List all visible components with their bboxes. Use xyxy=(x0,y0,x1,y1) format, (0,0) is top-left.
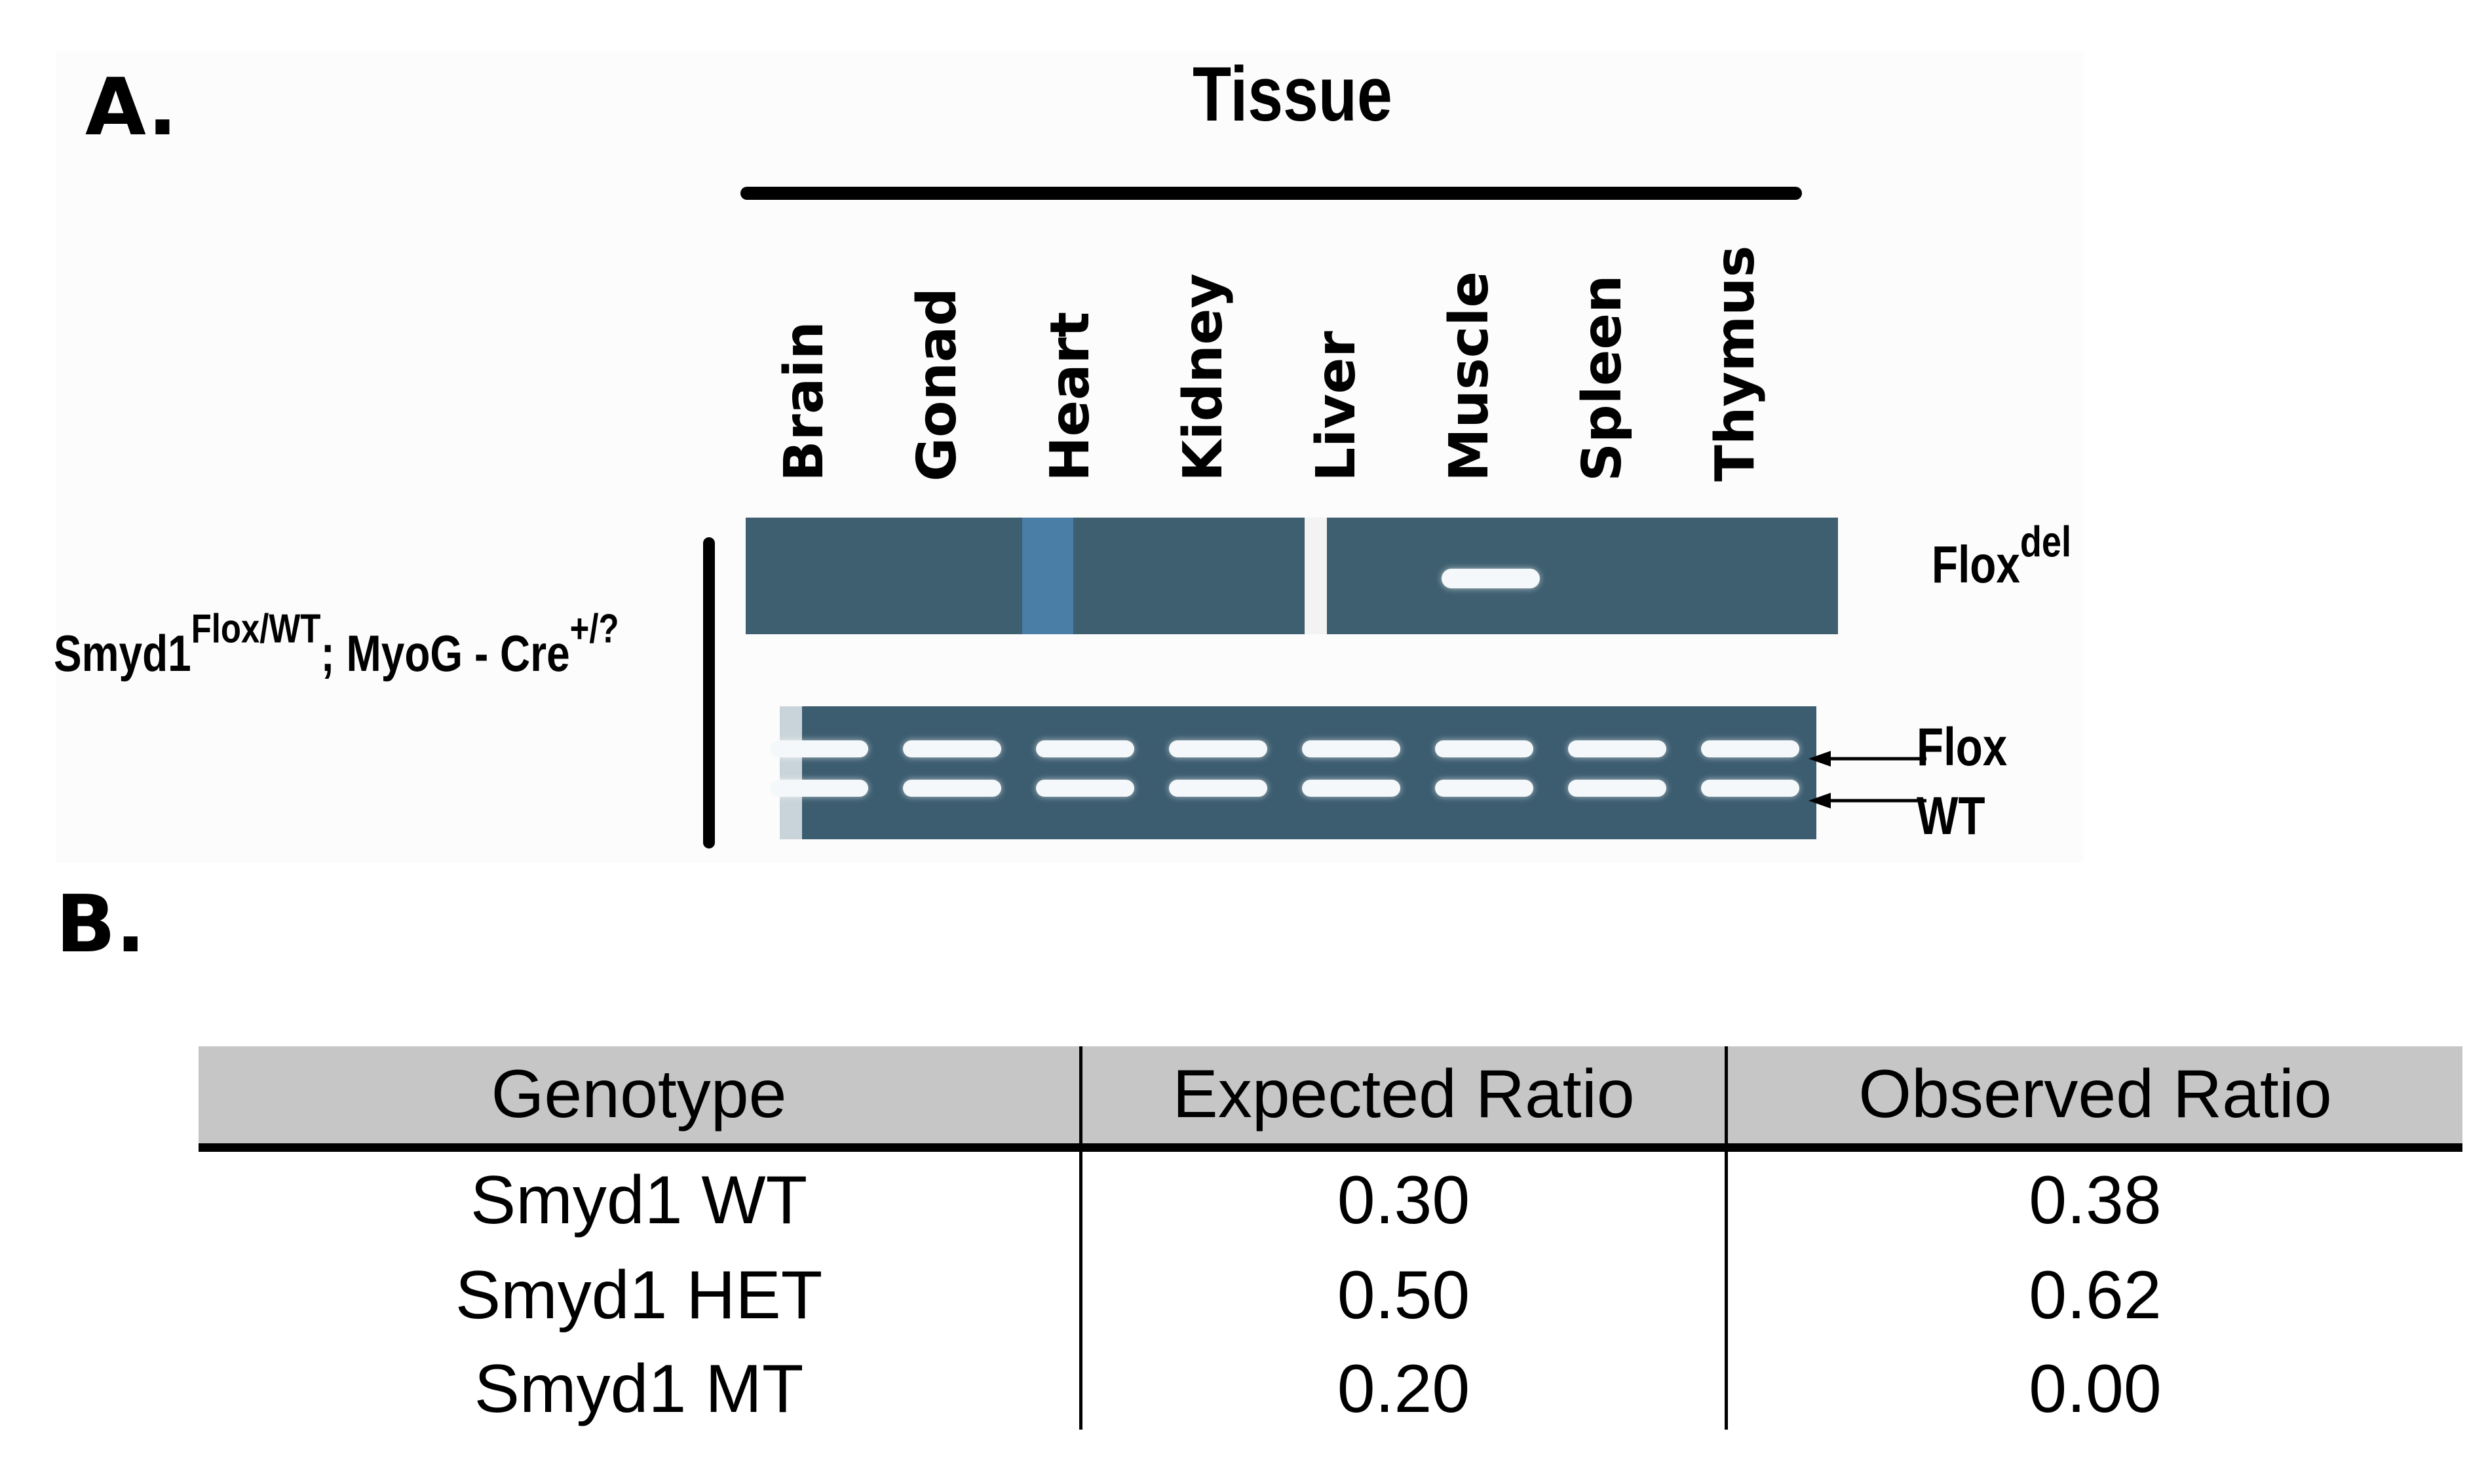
gel-band-flox-muscle xyxy=(1435,740,1533,757)
gel-band-flox-heart xyxy=(1036,740,1134,757)
genotype-sup-flox: Flox/WT xyxy=(191,606,321,652)
gel-band-wt-muscle xyxy=(1435,780,1533,797)
floxdel-base: Flox xyxy=(1932,535,2020,594)
genotype-label: Smyd1Flox/WT; MyoG - Cre+/? xyxy=(54,609,619,679)
band-arrows xyxy=(1809,751,1926,809)
lane-label-brain: Brain xyxy=(773,321,835,482)
panel-a-label: A. xyxy=(85,62,178,153)
table-cell: Smyd1 MT xyxy=(474,1351,804,1427)
tissue-bracket-bar xyxy=(740,187,1802,200)
gel-floxdel-right xyxy=(1327,518,1838,634)
lane-label-kidney: Kidney xyxy=(1172,273,1234,482)
table-cell: 0.00 xyxy=(2029,1351,2162,1427)
gel-band-flox-gonad xyxy=(903,740,1001,757)
table-header-expected: Expected Ratio xyxy=(1172,1056,1635,1132)
genotype-mid: ; MyoG - Cre xyxy=(320,624,570,682)
flox-arrow-icon xyxy=(1809,751,1831,767)
sample-bracket-bar xyxy=(703,537,715,848)
genotype-base: Smyd1 xyxy=(54,624,191,682)
table-cell: Smyd1 WT xyxy=(470,1162,808,1238)
gel-edge xyxy=(780,706,802,839)
lane-label-liver: Liver xyxy=(1305,331,1368,482)
table-column-divider xyxy=(1725,1046,1728,1430)
gel-flox-wt xyxy=(780,706,1816,839)
gel-band-flox-kidney xyxy=(1169,740,1267,757)
table-cell: 0.30 xyxy=(1337,1162,1470,1238)
gel-band-wt-thymus xyxy=(1701,780,1799,797)
table-cell: 0.50 xyxy=(1337,1257,1470,1333)
gel-band-floxdel-muscle xyxy=(1442,569,1540,588)
table-cell: Smyd1 HET xyxy=(455,1257,823,1333)
wt-arrow-icon xyxy=(1809,793,1831,809)
gel-band-flox-spleen xyxy=(1568,740,1666,757)
gel-band-wt-spleen xyxy=(1568,780,1666,797)
gel-band-wt-heart xyxy=(1036,780,1134,797)
table-header-observed: Observed Ratio xyxy=(1858,1056,2332,1132)
gel-band-wt-brain xyxy=(770,780,868,797)
gel-band-wt-kidney xyxy=(1169,780,1267,797)
floxdel-label: Floxdel xyxy=(1932,520,2071,591)
table-header-genotype: Genotype xyxy=(491,1056,787,1132)
lane-label-thymus: Thymus xyxy=(1704,245,1767,482)
panel-b-label: B. xyxy=(56,879,146,970)
wt-label: WT xyxy=(1917,786,1985,846)
table-column-divider xyxy=(1079,1046,1082,1430)
flox-label: Flox xyxy=(1917,717,2008,777)
lane-label-gonad: Gonad xyxy=(906,287,968,482)
gel-lane-artifact xyxy=(1022,518,1073,634)
genotype-sup-cre: +/? xyxy=(569,606,619,652)
table-cell: 0.38 xyxy=(2029,1162,2162,1238)
lane-label-spleen: Spleen xyxy=(1571,275,1634,482)
floxdel-sup: del xyxy=(2019,517,2072,566)
gel-band-wt-liver xyxy=(1302,780,1400,797)
table-header-rule xyxy=(199,1143,2462,1152)
gel-band-flox-brain xyxy=(770,740,868,757)
gel-band-wt-gonad xyxy=(903,780,1001,797)
gel-band-flox-thymus xyxy=(1701,740,1799,757)
gel-band-flox-liver xyxy=(1302,740,1400,757)
lane-label-muscle: Muscle xyxy=(1438,271,1501,482)
tissue-title: Tissue xyxy=(1193,51,1392,138)
gel-splice-gap xyxy=(1305,518,1327,634)
table-cell: 0.62 xyxy=(2029,1257,2162,1333)
table-cell: 0.20 xyxy=(1337,1351,1470,1427)
lane-label-heart: Heart xyxy=(1039,311,1101,482)
table-header-background xyxy=(199,1046,2462,1143)
